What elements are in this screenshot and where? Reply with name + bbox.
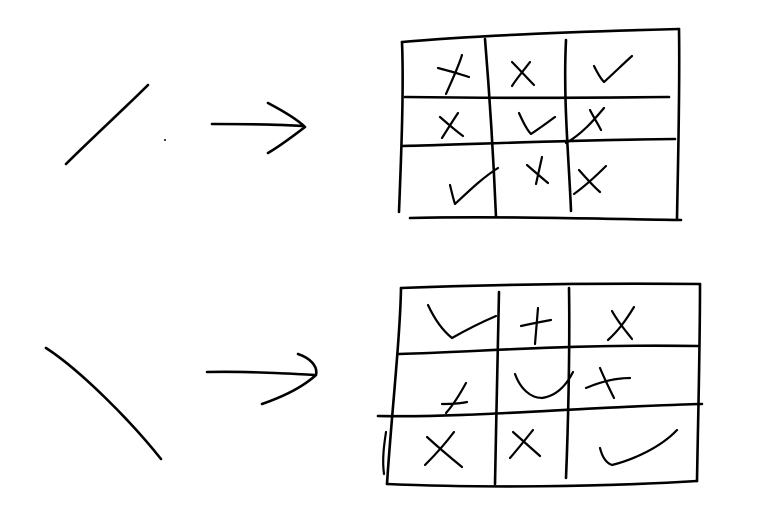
grid-2-hline-1 [397, 344, 700, 356]
grid-2-vline-2 [564, 286, 571, 480]
grid-1-cell-1-2-cross [564, 106, 606, 145]
arrow-1-head [266, 101, 307, 155]
grid-2-cell-1-1-check [513, 370, 575, 400]
forward-slash-stroke [64, 83, 150, 166]
grid-2-vline-1 [493, 290, 501, 486]
grid-1-vline-1 [483, 37, 498, 219]
row-1 [64, 27, 683, 222]
grid-1-cell-2-2-cross [572, 164, 608, 196]
grid-2-cell-2-1-cross [508, 428, 542, 460]
arrow-1-shaft [210, 122, 304, 128]
grid-2 [376, 282, 704, 488]
grid-1 [397, 27, 683, 222]
grid-2-top-border [399, 282, 702, 290]
grid-1-hline-1 [403, 95, 671, 100]
grid-1-cell-1-0-cross [438, 111, 465, 140]
arrow-2-shaft [205, 370, 317, 377]
row-2 [44, 282, 704, 488]
grid-2-left-scribble [382, 430, 388, 476]
grid-1-cell-0-0-cross [436, 53, 471, 96]
grid-1-cell-2-0-check [448, 166, 500, 206]
grid-1-top-border [400, 27, 681, 44]
grid-2-cell-1-2-cross [584, 366, 632, 400]
grid-1-hline-2 [400, 137, 677, 148]
grid-2-right-border [695, 282, 702, 483]
grid-2-hline-2 [376, 402, 704, 418]
grid-2-cell-0-2-cross [606, 305, 636, 342]
backslash-stroke [44, 346, 163, 461]
stray-dot [164, 139, 166, 141]
grid-2-left-border [385, 286, 403, 486]
arrow-2-head [260, 352, 318, 406]
arrow-2 [205, 352, 318, 406]
grid-2-cell-2-2-check [598, 428, 679, 467]
grid-1-bottom-border [408, 216, 683, 222]
grid-2-cell-0-0-check [426, 303, 498, 340]
grid-1-cell-2-1-cross [525, 155, 550, 186]
arrow-1 [210, 101, 307, 155]
grid-2-cell-2-0-cross [423, 430, 464, 469]
grid-2-bottom-border [385, 479, 699, 488]
grid-2-cell-0-1-cross [519, 306, 553, 346]
grid-2-cell-1-0-cross [440, 381, 469, 415]
grid-1-cell-0-1-cross [510, 60, 536, 88]
grid-1-left-border [397, 40, 404, 214]
grid-1-vline-2 [563, 38, 573, 213]
grid-1-cell-0-2-check [592, 54, 634, 84]
grid-1-cell-1-1-check [517, 111, 557, 136]
grid-1-right-border [675, 27, 681, 221]
